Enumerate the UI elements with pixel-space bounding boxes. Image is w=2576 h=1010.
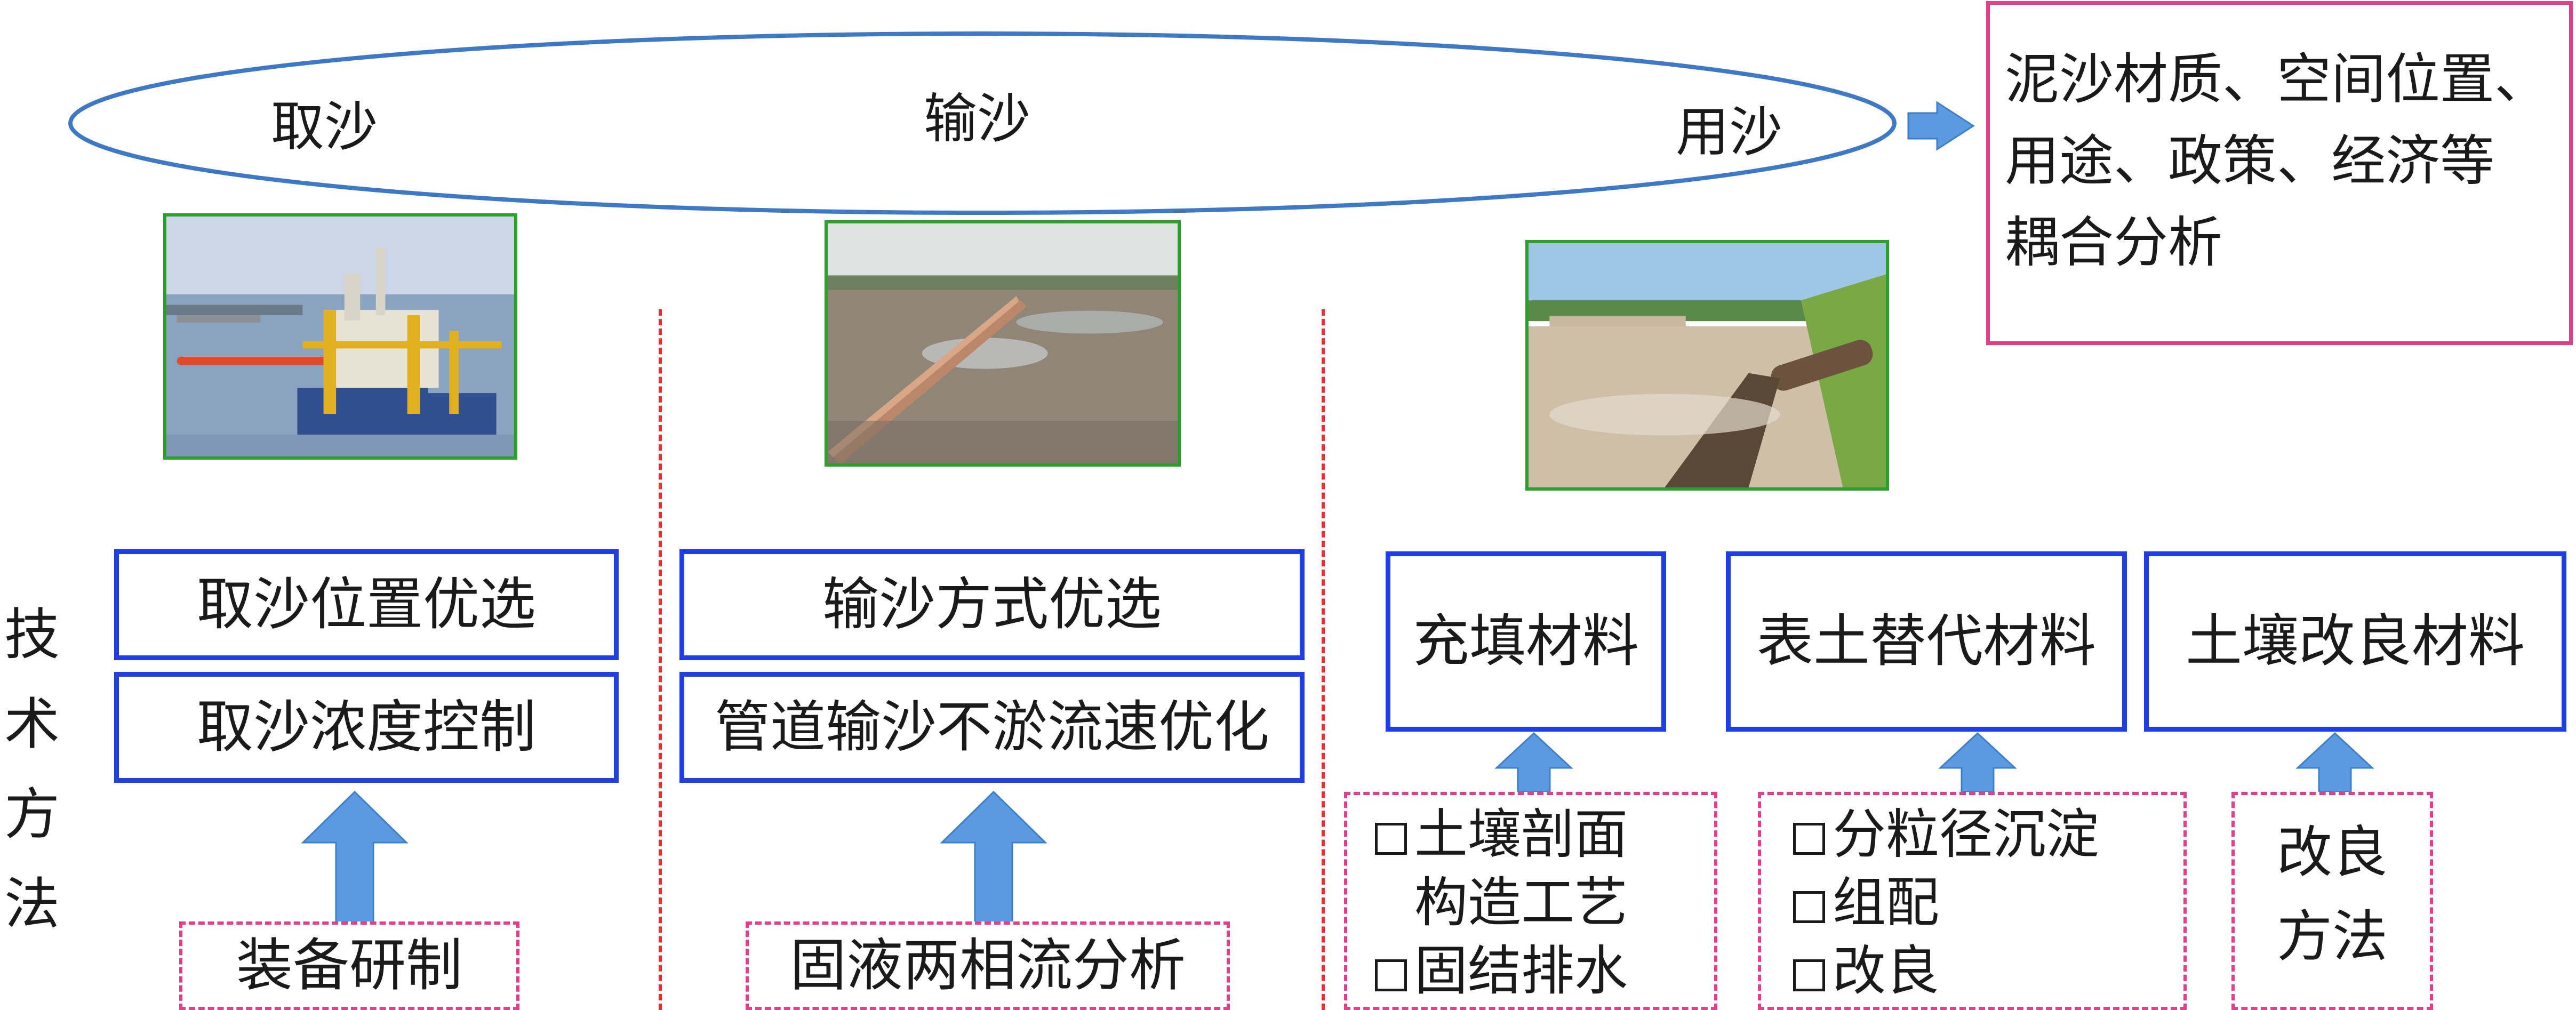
arrow-up-icon-two-phase (940, 790, 1047, 924)
box-filling-items: 土壤剖面 构造工艺 固结排水 (1344, 792, 1717, 1010)
checklist-item-continued: 构造工艺 (1414, 871, 1628, 934)
checkbox-icon (1375, 823, 1407, 855)
arrow-up-icon-topsoil (1938, 732, 2017, 793)
checklist-item: 固结排水 (1375, 937, 1714, 1005)
equipment-label: 装备研制 (236, 933, 462, 999)
method-line-2: 方法 (2276, 904, 2388, 969)
box-topsoil-items: 分粒径沉淀 组配 改良 (1758, 792, 2187, 1010)
box-two-phase-flow: 固液两相流分析 (746, 921, 1230, 1010)
stage-label-take: 取沙 (271, 95, 378, 158)
stage-label-transport: 输沙 (924, 87, 1030, 150)
checkbox-icon (1793, 823, 1825, 855)
process-cycle-ellipse (68, 31, 1897, 215)
checkbox-icon (1793, 959, 1825, 991)
checklist-item: 分粒径沉淀 (1793, 800, 2183, 869)
divider-line-2 (1322, 309, 1325, 1010)
box-improvement-method: 改良 方法 (2231, 792, 2433, 1010)
checklist-item: 组配 (1793, 869, 2183, 937)
analysis-line-3: 耦合分析 (2005, 211, 2222, 275)
sand-pipeline-photo (825, 220, 1181, 467)
stage-label-use: 用沙 (1676, 101, 1782, 163)
box-transport-mode: 输沙方式优选 (679, 549, 1305, 660)
arrow-up-icon-filling (1494, 732, 1573, 793)
box-pipeline-velocity: 管道输沙不淤流速优化 (679, 672, 1305, 783)
box-take-concentration: 取沙浓度控制 (114, 672, 619, 783)
technical-method-label: 技 术 方 法 (0, 590, 64, 949)
two-phase-label: 固液两相流分析 (790, 933, 1186, 999)
box-take-location: 取沙位置优选 (114, 549, 619, 660)
box-filling-material: 充填材料 (1386, 551, 1666, 732)
divider-line-1 (659, 309, 662, 1010)
side-char-2: 术 (4, 692, 60, 757)
arrow-up-icon-soil-improve (2295, 732, 2374, 793)
dredger-ship-photo (163, 213, 517, 460)
arrow-up-icon-equipment (301, 790, 409, 924)
analysis-line-1: 泥沙材质、空间位置、 (2005, 48, 2549, 111)
sand-discharge-photo (1525, 240, 1889, 491)
side-char-4: 法 (4, 871, 60, 937)
box-equipment: 装备研制 (179, 921, 519, 1010)
box-topsoil-substitute: 表土替代材料 (1726, 551, 2127, 732)
coupled-analysis-box: 泥沙材质、空间位置、 用途、政策、经济等 耦合分析 (1986, 1, 2573, 345)
analysis-line-2: 用途、政策、经济等 (2005, 130, 2494, 193)
checklist-item: 土壤剖面 (1375, 800, 1714, 869)
side-char-3: 方 (4, 781, 60, 847)
arrow-right-icon (1907, 101, 1975, 151)
checklist-item: 改良 (1793, 937, 2183, 1005)
side-char-1: 技 (4, 602, 60, 667)
checkbox-icon (1793, 891, 1825, 923)
checkbox-icon (1375, 959, 1407, 991)
method-line-1: 改良 (2276, 820, 2388, 885)
box-soil-improvement: 土壤改良材料 (2144, 551, 2566, 732)
